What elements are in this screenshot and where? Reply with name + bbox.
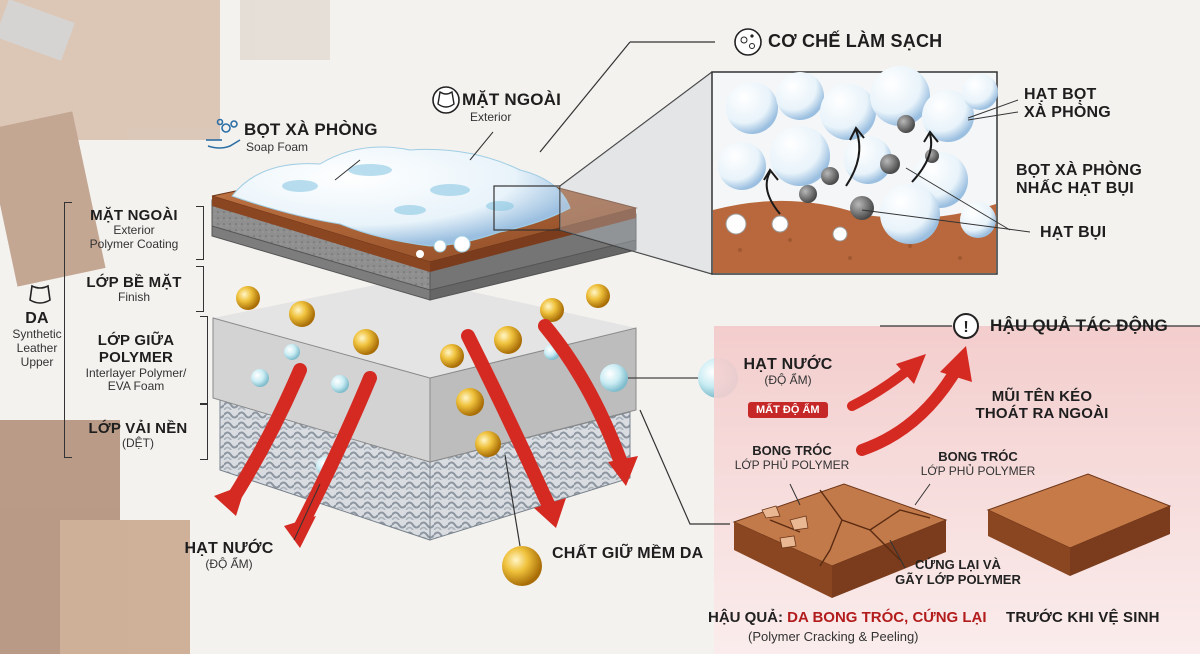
zoom-panel (711, 66, 1031, 275)
layer-exterior-title: MẶT NGOÀI (90, 207, 178, 224)
consequence-panel: ! (714, 313, 1200, 654)
layer-finish-title: LỚP BỀ MẶT (86, 274, 182, 291)
background-props (0, 0, 330, 654)
da-title: DA (25, 310, 49, 327)
bottom-water-title: HẠT NƯỚC (184, 540, 274, 557)
da-bracket (64, 202, 72, 458)
bracket-interlayer (200, 316, 208, 404)
layer-fabric-sub: (DỆT) (122, 436, 154, 451)
exterior-top-title: MẶT NGOÀI (462, 90, 562, 109)
bracket-fabric (200, 404, 208, 460)
da-sub: Synthetic Leather Upper (12, 327, 62, 369)
svg-text:!: ! (963, 319, 968, 336)
peel-right-sub: LỚP PHỦ POLYMER (920, 463, 1036, 478)
layer-stack (211, 131, 738, 586)
layer-finish-label: LỚP BỀ MẶT Finish (76, 274, 192, 305)
softener-label: CHẤT GIỮ MỀM DA (552, 545, 704, 562)
soap-title: BỌT XÀ PHÒNG (244, 120, 378, 139)
bracket-finish (196, 266, 204, 312)
result-line: HẬU QUẢ: DA BONG TRÓC, CỨNG LẠI (708, 609, 987, 626)
layer-finish-sub: Finish (117, 290, 150, 305)
peel-right-label: BONG TRÓC LỚP PHỦ POLYMER (910, 449, 1046, 479)
exterior-top-sub: Exterior (470, 110, 512, 124)
layer-exterior-sub: Exterior Polymer Coating (89, 223, 179, 252)
cons-water-title: HẠT NƯỚC (743, 356, 833, 373)
layer-interlayer-title: LỚP GIỮA POLYMER (97, 332, 175, 367)
bracket-exterior (196, 206, 204, 260)
foam-particles-label: HẠT BỌT XÀ PHÒNG (1024, 86, 1111, 122)
arrow-text: MŨI TÊN KÉO THOÁT RA NGOÀI (975, 388, 1109, 423)
peel-left-sub: LỚP PHỦ POLYMER (734, 457, 850, 472)
layer-fabric-title: LỚP VẢI NỀN (88, 420, 188, 437)
moisture-loss-badge: MẤT ĐỘ ẨM (748, 402, 828, 418)
soap-sub: Soap Foam (246, 140, 309, 154)
da-label: DA Synthetic Leather Upper (6, 310, 68, 370)
layer-interlayer-sub: Interlayer Polymer/ EVA Foam (85, 365, 187, 394)
before-cleaning-label: TRƯỚC KHI VỆ SINH (1006, 609, 1160, 626)
cleaning-title: CƠ CHẾ LÀM SẠCH (768, 31, 943, 51)
dust-particles (799, 115, 939, 220)
hand-foam-icon (206, 118, 241, 149)
cons-water-label: HẠT NƯỚC (ĐỘ ẨM) (738, 356, 838, 388)
consequence-title: HẬU QUẢ TÁC ĐỘNG (990, 316, 1168, 335)
crack-label: CỨNG LẠI VÀ GÃY LỚP POLYMER (895, 557, 1021, 587)
leather-hide-icon (432, 86, 460, 114)
leather-hide-icon-small (29, 284, 51, 304)
cleaning-mechanism-icon (734, 28, 762, 56)
result-main: DA BONG TRÓC, CỨNG LẠI (787, 609, 987, 626)
result-prefix: HẬU QUẢ: (708, 609, 783, 626)
softener-spheres (236, 284, 610, 586)
cons-water-sub: (ĐỘ ẨM) (764, 373, 812, 388)
layer-interlayer-label: LỚP GIỮA POLYMER Interlayer Polymer/ EVA… (72, 332, 200, 394)
zoom-callout-lines (493, 41, 715, 275)
lifting-label: BỌT XÀ PHÒNG NHẤC HẠT BỤI (1016, 162, 1142, 198)
result-sub: (Polymer Cracking & Peeling) (748, 629, 919, 644)
peel-left-label: BONG TRÓC LỚP PHỦ POLYMER (722, 443, 862, 473)
bottom-water-label: HẠT NƯỚC (ĐỘ ẨM) (174, 540, 284, 572)
dust-label: HẠT BỤI (1040, 224, 1107, 241)
layer-exterior-label: MẶT NGOÀI Exterior Polymer Coating (72, 207, 196, 252)
layer-fabric-label: LỚP VẢI NỀN (DỆT) (76, 420, 200, 451)
bottom-water-sub: (ĐỘ ẨM) (205, 557, 253, 572)
peel-right-title: BONG TRÓC (938, 449, 1018, 464)
peel-left-title: BONG TRÓC (752, 443, 832, 458)
